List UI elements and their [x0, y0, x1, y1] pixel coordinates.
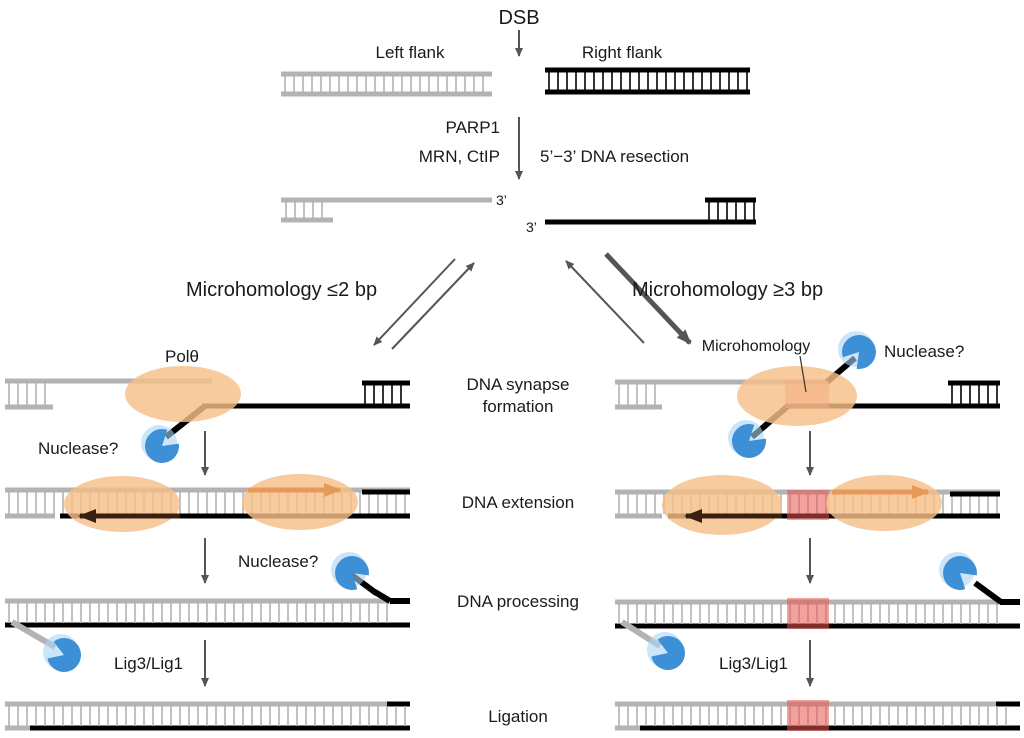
right-ligation-gray-bottom	[615, 725, 640, 731]
right-flank-label: Right flank	[582, 43, 663, 62]
right-flank-duplex-rungs	[548, 72, 748, 90]
left-extension-black-bottom	[60, 513, 410, 519]
step-synapse-label-2: formation	[483, 397, 554, 416]
right-ligation-black-top	[996, 701, 1020, 707]
right-synapse-nuclease-bottom	[728, 420, 766, 458]
mh-ge3-forward-arrow	[604, 252, 692, 345]
right-synapse-black-top	[948, 380, 1000, 386]
nuclease-icon	[145, 429, 179, 463]
right-3prime-overhang	[545, 219, 756, 225]
right-processing-nuclease-top	[939, 552, 977, 591]
nuclease-icon	[651, 635, 686, 670]
left-processing-rungs	[8, 603, 388, 623]
left-ligation-gray-bottom	[5, 725, 30, 731]
step-processing-label: DNA processing	[457, 592, 579, 611]
microhomology-le2-label: Microhomology ≤2 bp	[186, 279, 377, 301]
left-3prime-overhang	[281, 197, 492, 203]
prime-left-label: 3’	[496, 192, 507, 208]
left-synapse-black-rungs	[364, 385, 402, 404]
parp1-label: PARP1	[446, 118, 501, 137]
left-flank-duplex-bottom	[281, 91, 492, 97]
right-flank-duplex-top	[545, 67, 750, 73]
left-extension-pol-1	[64, 476, 180, 532]
right-flank-duplex-bottom	[545, 89, 750, 95]
right-synapse-nuclease-top	[838, 331, 876, 369]
left-resected-bottom	[281, 217, 333, 223]
right-extension-gray-bottom	[615, 513, 662, 519]
mh-ge3-back-arrow	[565, 260, 645, 344]
mrn-ctip-label: MRN, CtIP	[419, 147, 500, 166]
microhomology-highlights	[785, 380, 829, 731]
microhomology-box-ligation	[787, 700, 829, 731]
microhomology-ge3-label: Microhomology ≥3 bp	[632, 279, 823, 301]
right-ligation-black-bottom	[640, 725, 1020, 731]
microhomology-pointer	[799, 355, 807, 393]
left-synapse-gray-rungs	[8, 383, 46, 405]
nuclease-label-right-top: Nuclease?	[884, 342, 964, 361]
left-resected-rungs	[285, 202, 323, 218]
lig-right-label: Lig3/Lig1	[719, 654, 788, 673]
nuclease-label-left-top: Nuclease?	[38, 439, 118, 458]
polq-label: Polθ	[165, 347, 199, 366]
enzymes	[43, 331, 977, 673]
right-resected-top	[705, 197, 756, 203]
left-flank-duplex-top	[281, 71, 492, 77]
step-ligation-label: Ligation	[488, 707, 548, 726]
microhomology-box-processing	[787, 598, 829, 629]
nuclease-label-left-processing: Nuclease?	[238, 552, 318, 571]
right-extension-pol-1	[662, 475, 782, 535]
left-processing-flap-join	[373, 589, 392, 604]
left-ligation-rungs	[8, 706, 406, 726]
mh-le2-forward-arrow	[373, 258, 456, 346]
left-flank-label: Left flank	[376, 43, 445, 62]
left-extension-gray-bottom	[5, 513, 55, 519]
right-synapse-black-bottom	[785, 403, 1000, 409]
left-extension-black-top	[362, 489, 410, 495]
resection-label: 5’−3’ DNA resection	[540, 147, 689, 166]
step-arrows	[201, 30, 814, 687]
left-synapse-black-bottom	[202, 403, 410, 409]
polq-ellipse	[125, 366, 241, 422]
left-synapse-gray-bottom	[5, 404, 53, 410]
microhomology-label: Microhomology	[702, 338, 810, 355]
step-extension-label: DNA extension	[462, 493, 574, 512]
left-synapse-gray-top	[5, 378, 212, 384]
right-processing-flap	[973, 580, 1003, 605]
microhomology-box-extension	[787, 490, 829, 520]
prime-right-label: 3’	[526, 219, 537, 235]
step-synapse-label-1: DNA synapse	[467, 375, 570, 394]
right-extension-black-top	[950, 491, 1000, 497]
left-processing-black-bottom	[5, 622, 410, 628]
left-ligation-black-top	[387, 701, 410, 707]
mh-le2-back-arrow	[391, 262, 475, 350]
right-synapse-black-rungs	[951, 385, 998, 404]
nuclease-icon	[731, 424, 766, 458]
left-processing-nuclease-top	[331, 552, 369, 590]
nuclease-icon	[335, 556, 369, 590]
left-processing-nuclease-bottom	[43, 634, 82, 673]
left-extension-gray-top	[5, 487, 410, 493]
left-processing-gray-top	[5, 598, 390, 604]
nuclease-icon	[942, 556, 977, 591]
nuclease-icon	[842, 335, 876, 369]
left-ligation-gray-top	[5, 701, 387, 707]
right-extension-pol-2	[826, 475, 942, 531]
lig-left-label: Lig3/Lig1	[114, 654, 183, 673]
right-synapse-gray-rungs	[618, 384, 656, 405]
nuclease-icon	[47, 638, 82, 673]
right-synapse-pol	[737, 366, 857, 426]
left-extension-pol-2	[242, 474, 358, 530]
left-flank-duplex-rungs	[284, 76, 484, 92]
left-synapse-nuclease	[141, 425, 179, 463]
right-synapse-gray-top	[615, 379, 827, 385]
left-synapse-black-top	[362, 380, 410, 386]
right-resected-rungs	[708, 202, 755, 220]
left-ligation-black-bottom	[30, 725, 410, 731]
dsb-label: DSB	[498, 7, 539, 29]
right-synapse-gray-bottom	[615, 404, 662, 410]
right-processing-nuclease-bottom	[647, 632, 686, 670]
